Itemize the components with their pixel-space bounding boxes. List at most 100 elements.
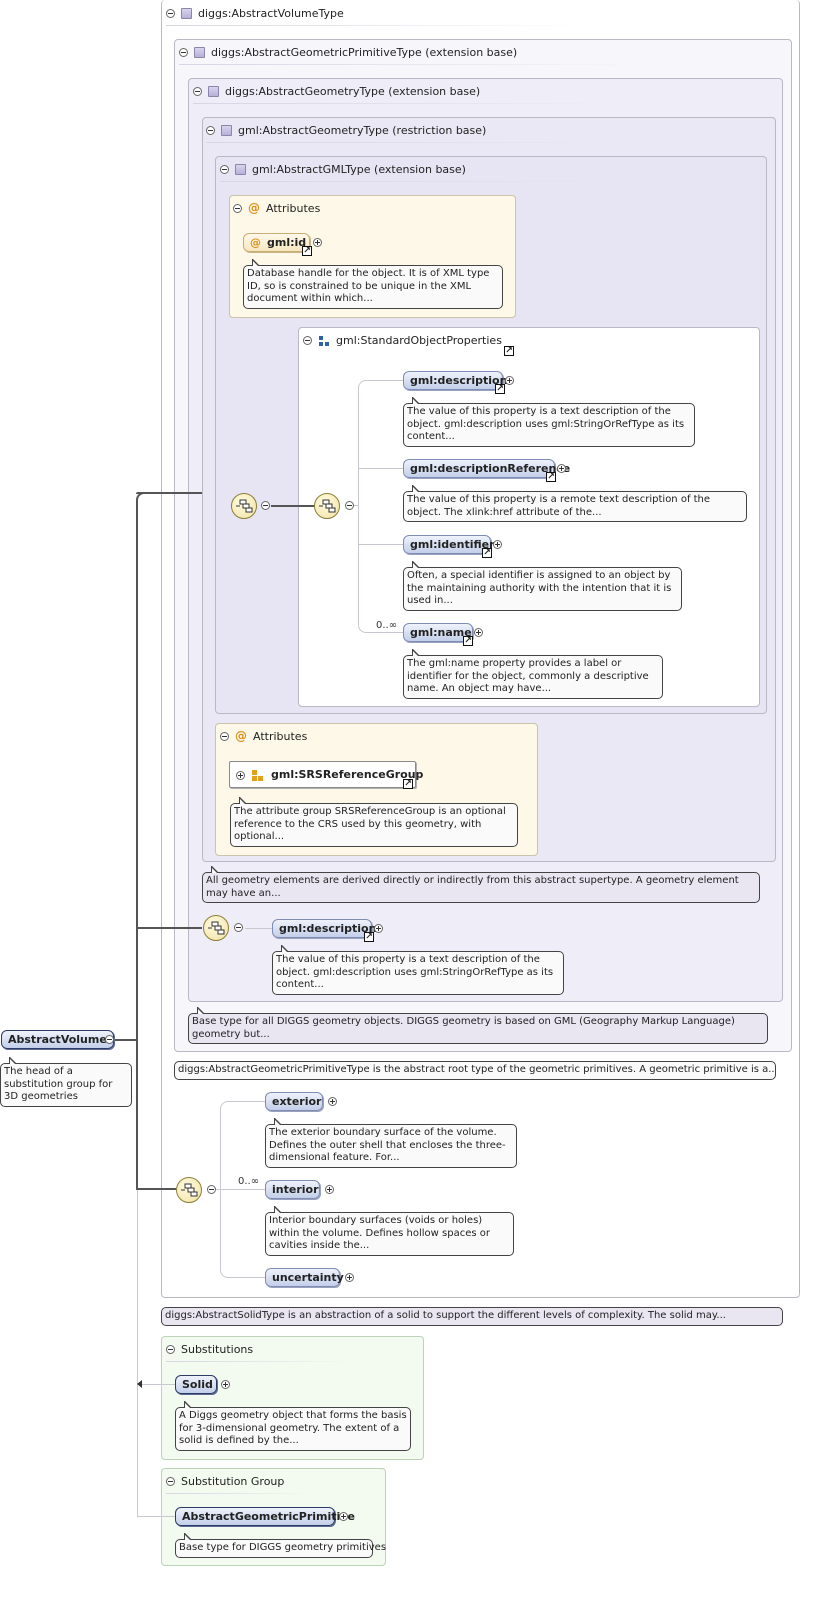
expand-icon[interactable]	[557, 464, 566, 473]
reference-icon[interactable]: ↗	[495, 384, 505, 394]
element-gml-name[interactable]: gml:name	[403, 623, 473, 642]
expand-icon[interactable]	[325, 1185, 334, 1194]
subst-group-line	[137, 1516, 175, 1517]
collapse-icon[interactable]	[166, 9, 175, 18]
reference-icon[interactable]: ↗	[504, 346, 514, 356]
collapse-icon[interactable]	[220, 731, 229, 741]
root-branch-root	[114, 1039, 138, 1041]
name-doc: The gml:name property provides a label o…	[403, 649, 663, 699]
abstract-geometric-primitive-doc: Base type for DIGGS geometry primitives	[175, 1533, 386, 1558]
expand-icon[interactable]	[339, 1512, 348, 1521]
seq-link-line	[271, 505, 315, 507]
collapse-icon[interactable]	[303, 336, 312, 345]
reference-icon[interactable]: ↗	[482, 548, 492, 558]
substitution-group-header: Substitution Group	[166, 1475, 316, 1494]
complex-type-icon	[235, 164, 246, 175]
reference-icon[interactable]: ↗	[463, 636, 473, 646]
gml-type-header: gml:AbstractGMLType (extension base)	[220, 163, 620, 182]
element-solid[interactable]: Solid	[175, 1375, 217, 1394]
element-uncertainty[interactable]: uncertainty	[265, 1268, 344, 1287]
collapse-icon[interactable]	[166, 1477, 175, 1486]
attribute-group-srs-reference[interactable]: gml:SRSReferenceGroup	[229, 761, 423, 788]
collapse-icon[interactable]	[105, 1035, 114, 1044]
expand-icon[interactable]	[313, 238, 322, 247]
expand-icon[interactable]	[345, 1273, 354, 1282]
collapse-icon[interactable]	[166, 1345, 175, 1354]
element-abstract-geometric-primitive[interactable]: AbstractGeometricPrimitive	[175, 1507, 355, 1526]
expand-icon[interactable]	[236, 770, 245, 780]
attribute-icon: @	[248, 201, 260, 215]
root-branch-top	[136, 492, 202, 494]
diggs-geometry-doc: Base type for all DIGGS geometry objects…	[188, 1007, 768, 1044]
sequence-compositor[interactable]	[203, 915, 229, 941]
geometric-primitive-doc: diggs:AbstractGeometricPrimitiveType is …	[174, 1061, 776, 1080]
element-gml-description[interactable]: gml:description	[272, 919, 376, 938]
sequence-compositor[interactable]	[314, 493, 340, 519]
collapse-icon[interactable]	[234, 923, 243, 932]
arrow-head	[137, 1380, 142, 1388]
sequence-compositor[interactable]	[176, 1177, 202, 1203]
gml-attributes-header: @ Attributes	[233, 201, 320, 215]
type-label: gml:AbstractGeometryType (restriction ba…	[238, 124, 487, 137]
collapse-icon[interactable]	[179, 48, 188, 57]
element-gml-description[interactable]: gml:description	[403, 371, 507, 390]
gml-geometry-type-header: gml:AbstractGeometryType (restriction ba…	[206, 124, 626, 143]
type-label: diggs:AbstractVolumeType	[198, 7, 344, 20]
reference-icon[interactable]: ↗	[546, 472, 556, 482]
collapse-icon[interactable]	[207, 1185, 216, 1194]
complex-type-icon	[194, 47, 205, 58]
collapse-icon[interactable]	[193, 87, 202, 96]
abstract-volume-type-doc: diggs:AbstractSolidType is an abstractio…	[161, 1307, 783, 1326]
expand-icon[interactable]	[505, 376, 514, 385]
fan-branch	[220, 1189, 268, 1190]
collapse-icon[interactable]	[345, 501, 354, 510]
collapse-icon[interactable]	[233, 203, 242, 213]
root-doc: The head of a substitution group for 3D …	[0, 1057, 132, 1107]
reference-icon[interactable]: ↗	[403, 779, 413, 789]
subst-arrow-line	[142, 1384, 175, 1385]
diggs-description-doc: The value of this property is a text des…	[272, 945, 564, 995]
reference-icon[interactable]: ↗	[364, 932, 374, 942]
substitution-group-label: Substitution Group	[181, 1475, 285, 1488]
root-branch-mid	[136, 927, 202, 929]
fan-branch	[358, 468, 406, 469]
expand-icon[interactable]	[328, 1097, 337, 1106]
name-cardinality: 0..∞	[376, 620, 398, 631]
expand-icon[interactable]	[493, 540, 502, 549]
substitutions-label: Substitutions	[181, 1343, 254, 1356]
collapse-icon[interactable]	[206, 126, 215, 135]
element-exterior[interactable]: exterior	[265, 1092, 323, 1111]
attribute-group-icon	[252, 769, 263, 781]
expand-icon[interactable]	[374, 924, 383, 933]
element-gml-identifier[interactable]: gml:identifier	[403, 535, 495, 554]
description-reference-doc: The value of this property is a remote t…	[403, 485, 747, 522]
description-doc: The value of this property is a text des…	[403, 397, 695, 447]
seq-branch	[245, 928, 275, 929]
attribute-icon: @	[235, 729, 247, 743]
root-element-abstract-volume[interactable]: AbstractVolume	[1, 1030, 114, 1049]
expand-icon[interactable]	[221, 1380, 230, 1389]
standard-object-properties-header: gml:StandardObjectProperties	[303, 334, 502, 347]
reference-icon[interactable]: ↗	[302, 246, 312, 256]
type-label: gml:AbstractGMLType (extension base)	[252, 163, 466, 176]
element-interior[interactable]: interior	[265, 1180, 320, 1199]
collapse-icon[interactable]	[220, 165, 229, 174]
fan-stub	[350, 505, 359, 506]
complex-type-icon	[221, 125, 232, 136]
fan-branch	[358, 544, 406, 545]
fan-line	[358, 380, 406, 633]
attribute-icon: @	[250, 236, 261, 249]
abstract-volume-type-header: diggs:AbstractVolumeType	[166, 7, 586, 26]
attributes-label: Attributes	[266, 201, 321, 215]
exterior-doc: The exterior boundary surface of the vol…	[265, 1118, 517, 1168]
type-label: diggs:AbstractGeometryType (extension ba…	[225, 85, 481, 98]
expand-icon[interactable]	[474, 628, 483, 637]
root-branch-bottom	[136, 1188, 176, 1190]
collapse-icon[interactable]	[261, 501, 270, 510]
sequence-compositor[interactable]	[231, 493, 257, 519]
attribute-group-label: gml:SRSReferenceGroup	[271, 768, 424, 781]
type-label: diggs:AbstractGeometricPrimitiveType (ex…	[211, 46, 518, 59]
attribute-gml-id[interactable]: @gml:id	[243, 233, 310, 252]
element-gml-description-reference[interactable]: gml:descriptionReference	[403, 459, 570, 478]
interior-cardinality: 0..∞	[238, 1176, 260, 1187]
